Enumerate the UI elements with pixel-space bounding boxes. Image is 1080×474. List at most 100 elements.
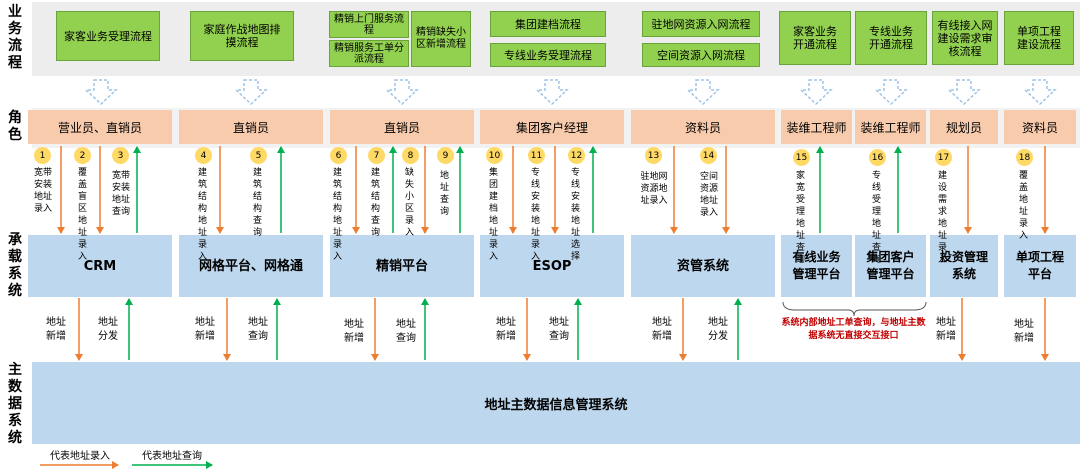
process-box: 精销上门服务流程 bbox=[329, 11, 409, 38]
interface-label: 地址新增 bbox=[936, 317, 956, 342]
platform-bracket bbox=[782, 301, 927, 317]
legend-entry-label: 代表地址录入 bbox=[50, 451, 110, 462]
step-label: 空间资源地址录入 bbox=[699, 172, 718, 218]
label-master: 主数据系统 bbox=[8, 362, 22, 446]
step-label: 宽带安装地址录入 bbox=[34, 168, 53, 214]
process-box: 驻地网资源入网流程 bbox=[642, 11, 760, 37]
flow-arrow-icon bbox=[947, 79, 981, 106]
system-box: 有线业务管理平台 bbox=[781, 235, 852, 297]
step-label: 驻地网资源地址录入 bbox=[640, 172, 668, 206]
step-label: 集团建档地址录入 bbox=[488, 168, 498, 262]
step-number: 15 bbox=[793, 149, 810, 166]
process-box: 专线业务受理流程 bbox=[490, 43, 606, 67]
process-box: 有线接入网建设需求审核流程 bbox=[932, 11, 998, 65]
step-label: 覆盖地址录入 bbox=[1018, 171, 1028, 241]
interface-label: 地址分发 bbox=[708, 317, 728, 342]
system-box: CRM bbox=[28, 235, 172, 297]
flow-arrow-icon bbox=[686, 79, 720, 106]
interface-label: 地址新增 bbox=[652, 317, 672, 342]
step-label: 建筑结构查询 bbox=[252, 168, 262, 238]
step-number: 18 bbox=[1016, 149, 1033, 166]
step-label: 宽带安装地址查询 bbox=[111, 171, 130, 217]
role-box: 资料员 bbox=[1004, 110, 1076, 144]
step-label: 地址查询 bbox=[439, 171, 449, 217]
step-number: 16 bbox=[869, 149, 886, 166]
step-number: 13 bbox=[645, 147, 662, 164]
process-box: 家客业务开通流程 bbox=[779, 11, 851, 65]
process-box: 精销服务工单分派流程 bbox=[329, 40, 409, 67]
step-label: 建筑结构查询 bbox=[370, 168, 380, 238]
system-box: 资管系统 bbox=[631, 235, 775, 297]
label-carrier: 承载系统 bbox=[8, 232, 22, 299]
role-box: 集团客户经理 bbox=[480, 110, 624, 144]
step-number: 9 bbox=[437, 147, 454, 164]
step-label: 专线受理地址查询 bbox=[871, 171, 881, 265]
flow-arrow-icon bbox=[385, 79, 419, 106]
role-box: 资料员 bbox=[631, 110, 775, 144]
process-box: 集团建档流程 bbox=[490, 11, 606, 37]
label-role: 角色 bbox=[8, 110, 22, 143]
legend-query-label: 代表地址查询 bbox=[142, 451, 202, 462]
interface-label: 地址新增 bbox=[496, 317, 516, 342]
label-business: 业务流程 bbox=[8, 4, 22, 71]
role-box: 直销员 bbox=[179, 110, 323, 144]
flow-arrow-icon bbox=[799, 79, 833, 106]
step-label: 建筑结构地址录入 bbox=[332, 168, 342, 262]
interface-label: 地址新增 bbox=[46, 317, 66, 342]
flow-arrow-icon bbox=[234, 79, 268, 106]
system-box: 网格平台、网格通 bbox=[179, 235, 323, 297]
flow-arrow-icon bbox=[1023, 79, 1057, 106]
master-band bbox=[32, 362, 1080, 444]
step-number: 14 bbox=[700, 147, 717, 164]
flow-arrow-icon bbox=[874, 79, 908, 106]
step-number: 6 bbox=[330, 147, 347, 164]
interface-label: 地址分发 bbox=[98, 317, 118, 342]
step-number: 12 bbox=[568, 147, 585, 164]
step-label: 家宽受理地址查询 bbox=[795, 171, 805, 265]
system-box: 投资管理系统 bbox=[930, 235, 998, 297]
system-box: 精销平台 bbox=[330, 235, 474, 297]
step-label: 专线安装地址录入 bbox=[530, 168, 540, 262]
step-number: 11 bbox=[528, 147, 545, 164]
flow-arrow-icon bbox=[535, 79, 569, 106]
step-label: 建筑结构地址录入 bbox=[197, 168, 207, 262]
process-box: 家客业务受理流程 bbox=[56, 11, 160, 61]
interface-label: 地址新增 bbox=[195, 317, 215, 342]
role-box: 装维工程师 bbox=[855, 110, 926, 144]
step-number: 10 bbox=[486, 147, 503, 164]
interface-note: 系统内部地址工单查询，与地址主数据系统无直接交互接口 bbox=[781, 318, 926, 341]
step-number: 3 bbox=[112, 147, 129, 164]
system-box: ESOP bbox=[480, 235, 624, 297]
interface-label: 地址查询 bbox=[396, 319, 416, 344]
system-box: 集团客户管理平台 bbox=[855, 235, 926, 297]
interface-label: 地址查询 bbox=[248, 317, 268, 342]
flow-arrow-icon bbox=[84, 79, 118, 106]
process-box: 精销缺失小区新增流程 bbox=[411, 11, 471, 67]
step-number: 1 bbox=[34, 147, 51, 164]
process-box: 家庭作战地图排摸流程 bbox=[190, 11, 294, 61]
process-box: 专线业务开通流程 bbox=[855, 11, 927, 65]
step-label: 建设需求地址录入 bbox=[937, 171, 947, 265]
process-box: 单项工程建设流程 bbox=[1004, 11, 1074, 65]
role-box: 直销员 bbox=[330, 110, 474, 144]
interface-label: 地址新增 bbox=[1014, 319, 1034, 344]
master-system-title: 地址主数据信息管理系统 bbox=[484, 397, 628, 413]
system-box: 单项工程平台 bbox=[1004, 235, 1076, 297]
step-number: 17 bbox=[935, 149, 952, 166]
step-number: 5 bbox=[250, 147, 267, 164]
process-box: 空间资源入网流程 bbox=[642, 43, 760, 67]
role-box: 规划员 bbox=[930, 110, 998, 144]
interface-label: 地址查询 bbox=[549, 317, 569, 342]
step-number: 7 bbox=[368, 147, 385, 164]
step-label: 覆盖盲区地址录入 bbox=[77, 168, 87, 262]
role-box: 装维工程师 bbox=[781, 110, 852, 144]
step-number: 4 bbox=[195, 147, 212, 164]
flow-down-arrows bbox=[84, 79, 1057, 106]
role-box: 营业员、直销员 bbox=[28, 110, 172, 144]
step-label: 缺失小区录入 bbox=[404, 168, 414, 238]
step-label: 专线安装地址选择 bbox=[570, 168, 580, 262]
interface-label: 地址新增 bbox=[344, 319, 364, 344]
step-number: 8 bbox=[402, 147, 419, 164]
step-number: 2 bbox=[74, 147, 91, 164]
